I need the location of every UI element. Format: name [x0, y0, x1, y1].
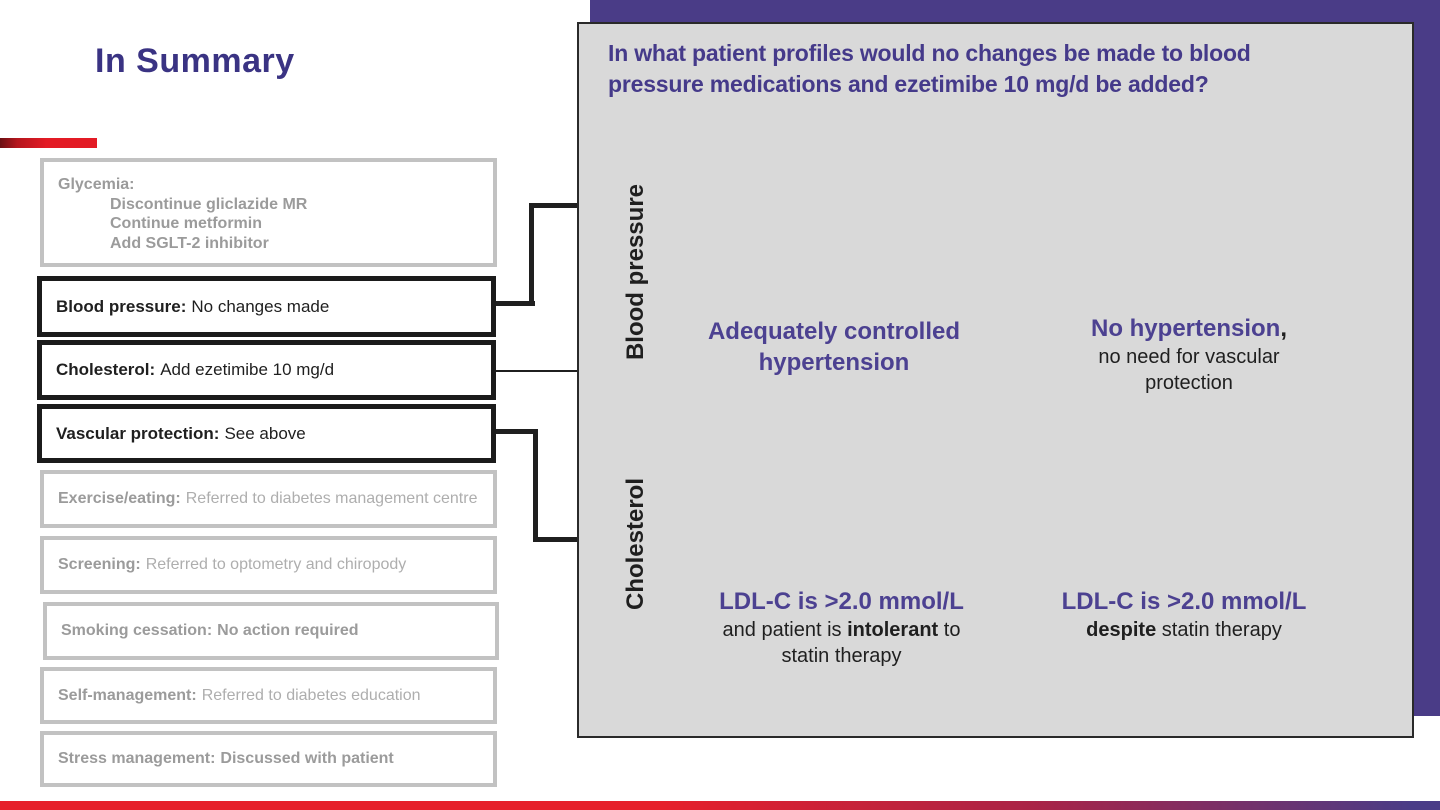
bottom-gradient-bar: [0, 801, 1440, 810]
chol-right-sub-suffix: statin therapy: [1156, 619, 1282, 641]
quadrant-cholesterol-left: LDL-C is >2.0 mmol/L and patient is into…: [679, 586, 1004, 669]
quadrant-bp-right-sub-line-1: no need for vascular: [1098, 346, 1280, 368]
connector-bp-horizontal-2: [529, 203, 578, 208]
stress-management-value: Discussed with patient: [220, 750, 394, 767]
vascular-protection-label: Vascular protection:: [56, 423, 220, 443]
bp-right-title-text: No hypertension: [1090, 315, 1281, 342]
glycemia-label: Glycemia:: [58, 176, 135, 193]
quadrant-cholesterol-right: LDL-C is >2.0 mmol/L despite statin ther…: [1029, 586, 1339, 643]
glycemia-line-1: Discontinue gliclazide MR: [110, 195, 308, 213]
summary-box-cholesterol: Cholesterol: Add ezetimibe 10 mg/d: [37, 340, 496, 400]
axis-label-blood-pressure: Blood pressure: [622, 183, 649, 361]
smoking-cessation-value: No action required: [217, 622, 359, 639]
quadrant-chol-left-title: LDL-C is >2.0 mmol/L: [719, 588, 964, 615]
chol-right-sub-bold: despite: [1086, 619, 1157, 641]
chol-left-sub-suffix: to: [938, 619, 961, 641]
panel-question-line-2: pressure medications and ezetimibe 10 mg…: [608, 71, 1209, 97]
screening-label: Screening:: [58, 556, 141, 573]
summary-box-smoking-cessation: Smoking cessation: No action required: [43, 602, 499, 660]
blood-pressure-value: No changes made: [191, 296, 330, 316]
blood-pressure-label: Blood pressure:: [56, 296, 187, 316]
summary-box-screening: Screening: Referred to optometry and chi…: [40, 536, 497, 594]
stress-management-label: Stress management:: [58, 750, 216, 767]
right-purple-bar: [1412, 0, 1440, 716]
bp-right-title-comma: ,: [1280, 315, 1288, 342]
smoking-cessation-label: Smoking cessation:: [61, 622, 213, 639]
glycemia-line-3: Add SGLT-2 inhibitor: [110, 234, 269, 252]
summary-box-stress-management: Stress management: Discussed with patien…: [40, 731, 497, 787]
chol-left-sub-bold: intolerant: [847, 619, 939, 641]
screening-value: Referred to optometry and chiropody: [145, 556, 407, 573]
slide-title: In Summary: [95, 42, 295, 80]
quadrant-bp-right-sub-line-2: protection: [1145, 372, 1233, 394]
quadrant-chol-left-sub-line-2: statin therapy: [781, 645, 902, 667]
axis-label-cholesterol: Cholesterol: [622, 477, 649, 611]
title-red-accent-bar: [0, 138, 97, 148]
exercise-eating-value: Referred to diabetes management centre: [185, 490, 478, 507]
cholesterol-label: Cholesterol:: [56, 360, 156, 380]
cholesterol-value: Add ezetimibe 10 mg/d: [160, 360, 335, 380]
chol-left-sub-prefix: and patient is: [722, 619, 848, 641]
quadrant-chol-right-title: LDL-C is >2.0 mmol/L: [1061, 588, 1307, 615]
patient-profile-panel: In what patient profiles would no change…: [577, 22, 1414, 738]
summary-box-exercise-eating: Exercise/eating: Referred to diabetes ma…: [40, 470, 497, 528]
connector-bp-vertical: [529, 203, 534, 306]
quadrant-bp-left: Adequately controlled hypertension: [674, 316, 994, 378]
glycemia-line-2: Continue metformin: [110, 215, 262, 232]
connector-vascular-vertical: [533, 429, 538, 542]
connector-vascular-horizontal-1: [494, 429, 537, 434]
connector-vascular-horizontal-2: [533, 537, 578, 542]
connector-bp-horizontal-1: [494, 301, 535, 306]
quadrant-chol-left-sub-line-1: and patient is intolerant to: [679, 617, 1004, 643]
self-management-label: Self-management:: [58, 686, 197, 704]
summary-box-glycemia: Glycemia: Discontinue gliclazide MR Cont…: [40, 158, 497, 267]
vascular-protection-value: See above: [224, 423, 306, 443]
top-purple-bar: [590, 0, 1440, 24]
summary-box-self-management: Self-management: Referred to diabetes ed…: [40, 667, 497, 724]
panel-question: In what patient profiles would no change…: [608, 38, 1408, 100]
summary-box-vascular-protection: Vascular protection: See above: [37, 404, 496, 463]
connector-cholesterol-thin: [494, 370, 579, 372]
self-management-value: Referred to diabetes education: [201, 686, 421, 704]
quadrant-chol-right-sub: despite statin therapy: [1029, 617, 1339, 643]
panel-question-line-1: In what patient profiles would no change…: [608, 40, 1251, 66]
exercise-eating-label: Exercise/eating:: [58, 490, 181, 507]
quadrant-bp-right: No hypertension, no need for vascular pr…: [1034, 313, 1344, 396]
summary-box-blood-pressure: Blood pressure: No changes made: [37, 276, 496, 337]
quadrant-bp-left-title-line-1: Adequately controlled: [707, 318, 961, 345]
quadrant-bp-left-title-line-2: hypertension: [758, 349, 910, 376]
quadrant-bp-right-title: No hypertension,: [1034, 313, 1344, 344]
